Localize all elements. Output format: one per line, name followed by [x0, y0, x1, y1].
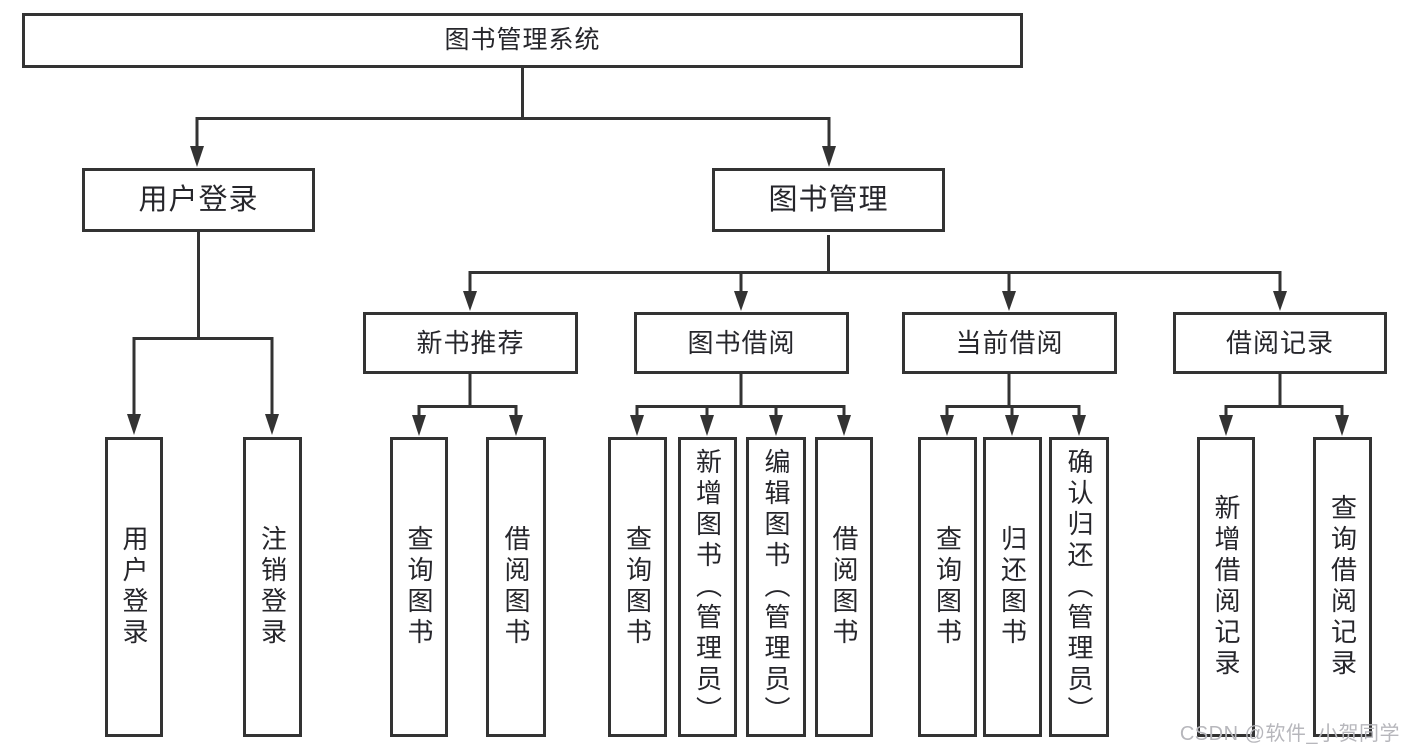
node-user-login: 用户登录	[82, 168, 315, 232]
node-current-borrow: 当前借阅	[902, 312, 1117, 374]
arrowhead-icon	[837, 415, 851, 436]
arrowhead-icon	[1072, 415, 1086, 436]
node-query-books-borrow: 查询图书	[608, 437, 667, 737]
connector-level1-bar	[195, 117, 831, 146]
arrowhead-icon	[1273, 291, 1287, 311]
arrowhead-icon	[769, 415, 783, 436]
node-user-login-label: 用户登录	[138, 183, 259, 216]
node-book-management-label: 图书管理	[768, 183, 889, 216]
node-borrow-books-newbook: 借阅图书	[486, 437, 546, 737]
node-borrow-records: 借阅记录	[1173, 312, 1387, 374]
node-query-borrow-record: 查询借阅记录	[1313, 437, 1372, 737]
node-logout: 注销登录	[243, 437, 302, 737]
node-borrow-books-action: 借阅图书	[815, 437, 873, 737]
connector-book-mgmt-bar	[468, 271, 1282, 291]
node-edit-books-admin: 编辑图书（管理员）	[746, 437, 806, 737]
arrowhead-icon	[940, 415, 954, 436]
node-query-books-current: 查询图书	[918, 437, 977, 737]
node-book-management: 图书管理	[712, 168, 945, 232]
arrowhead-icon	[700, 415, 714, 436]
node-user-login-action: 用户登录	[105, 437, 163, 737]
arrowhead-icon	[127, 414, 141, 435]
node-book-borrow: 图书借阅	[634, 312, 849, 374]
node-return-books: 归还图书	[983, 437, 1042, 737]
watermark: CSDN @软件_小贺同学	[1179, 723, 1400, 745]
node-root-label: 图书管理系统	[444, 26, 601, 54]
arrowhead-icon	[734, 291, 748, 311]
arrowhead-icon	[822, 146, 836, 167]
arrowhead-icon	[1335, 415, 1349, 436]
connector-user-login-bar	[132, 337, 274, 414]
node-add-books-admin: 新增图书（管理员）	[678, 437, 737, 737]
node-root: 图书管理系统	[22, 13, 1023, 68]
arrowhead-icon	[463, 291, 477, 311]
arrowhead-icon	[630, 415, 644, 436]
node-confirm-return-admin: 确认归还（管理员）	[1049, 437, 1109, 737]
node-new-book-recommend: 新书推荐	[363, 312, 578, 374]
node-add-borrow-record: 新增借阅记录	[1197, 437, 1255, 737]
arrowhead-icon	[190, 146, 204, 167]
arrowhead-icon	[1219, 415, 1233, 436]
arrowhead-icon	[1002, 291, 1016, 311]
arrowhead-icon	[1005, 415, 1019, 436]
arrowhead-icon	[412, 415, 426, 436]
arrowhead-icon	[509, 415, 523, 436]
arrowhead-icon	[265, 414, 279, 435]
node-query-books-newbook: 查询图书	[390, 437, 448, 737]
